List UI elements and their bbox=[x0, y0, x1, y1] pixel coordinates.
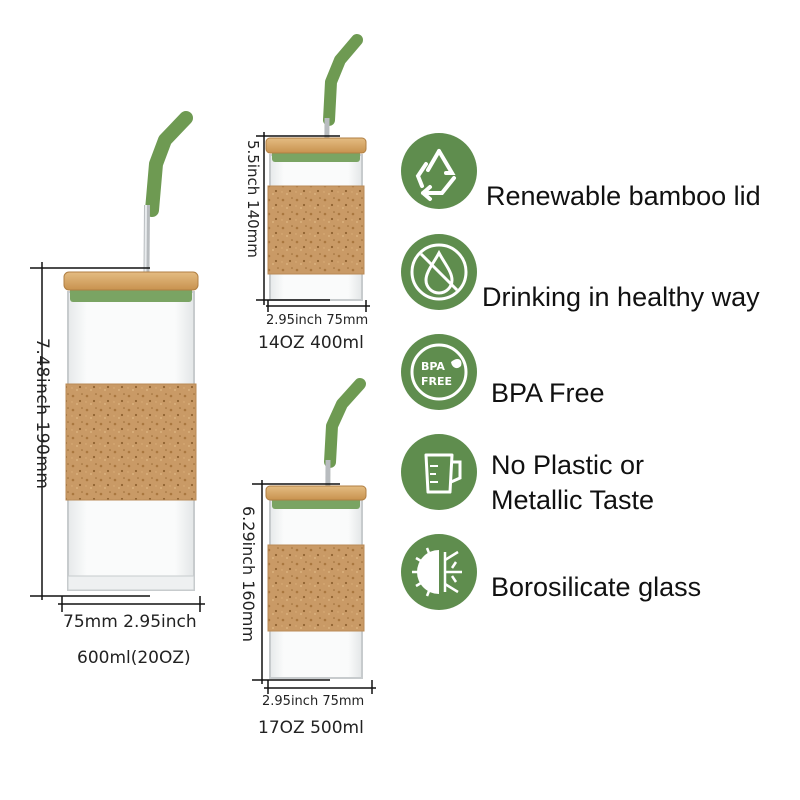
badge-bpa-text: BPA bbox=[421, 360, 445, 373]
small-cup-width-label: 2.95inch 75mm bbox=[266, 313, 369, 328]
small-cup-capacity-label: 14OZ 400ml bbox=[258, 333, 364, 353]
large-cup bbox=[63, 111, 199, 591]
silicone-straw-tip bbox=[145, 111, 193, 217]
bamboo-lid bbox=[63, 271, 199, 291]
recycle-icon bbox=[401, 133, 477, 209]
small-dimension-lines bbox=[256, 132, 370, 312]
large-cup-width-label: 75mm 2.95inch bbox=[63, 612, 197, 632]
small-cup bbox=[265, 34, 367, 301]
water-drop-icon bbox=[401, 234, 477, 310]
large-cup-height-label: 7.48inch 190mm bbox=[32, 338, 52, 490]
feature-label-no-plastic-line1: No Plastic or bbox=[491, 450, 645, 480]
sun-snowflake-icon bbox=[401, 534, 477, 610]
large-cup-capacity-label: 600ml(20OZ) bbox=[77, 648, 191, 668]
feature-label-bamboo-lid: Renewable bamboo lid bbox=[486, 181, 761, 211]
bpa-free-icon: BPA FREE bbox=[401, 334, 477, 410]
medium-cup bbox=[265, 378, 367, 679]
feature-label-no-plastic-line2: Metallic Taste bbox=[491, 485, 655, 515]
medium-cup-width-label: 2.95inch 75mm bbox=[262, 694, 365, 709]
medium-dimension-lines bbox=[252, 480, 376, 694]
large-dimension-lines bbox=[30, 262, 205, 612]
measuring-cup-icon bbox=[401, 434, 477, 510]
medium-cup-height-label: 6.29inch 160mm bbox=[239, 506, 258, 642]
small-cup-height-label: 5.5inch 140mm bbox=[244, 140, 262, 258]
feature-label-bpa-free: BPA Free bbox=[491, 378, 605, 408]
medium-cup-capacity-label: 17OZ 500ml bbox=[258, 718, 364, 738]
feature-label-healthy-drinking: Drinking in healthy way bbox=[482, 282, 760, 312]
cork-sleeve bbox=[65, 383, 197, 501]
feature-label-borosilicate: Borosilicate glass bbox=[491, 572, 702, 602]
badge-free-text: FREE bbox=[421, 375, 452, 388]
